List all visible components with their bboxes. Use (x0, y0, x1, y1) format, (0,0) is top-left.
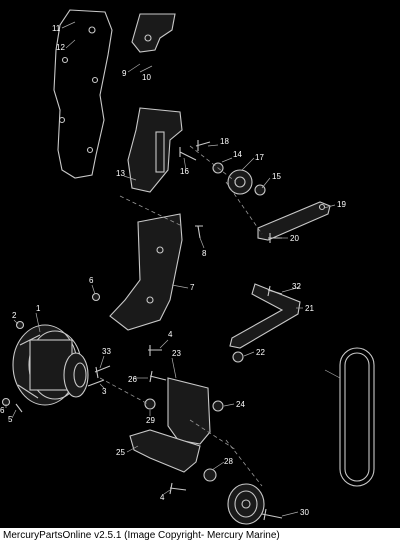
callout-2: 2 (12, 311, 17, 320)
callout-4-lower: 4 (160, 493, 165, 502)
bolt-part-29 (261, 508, 283, 521)
nut-part-22 (232, 351, 244, 363)
bolt-part-26 (149, 370, 167, 383)
bolt-part-18 (195, 140, 211, 151)
callout-6-lower: 6 (0, 406, 5, 415)
callout-15: 15 (272, 172, 281, 181)
bolt-part-3 (87, 379, 105, 387)
drive-pulley (227, 483, 265, 525)
nut-part-6-upper (91, 292, 101, 302)
idler-pulley-part-17 (227, 169, 253, 195)
bracket-part-25 (129, 429, 201, 473)
callout-28: 28 (224, 457, 233, 466)
callout-21: 21 (305, 304, 314, 313)
bolt-part-4-lower (169, 482, 187, 495)
callout-20: 20 (290, 234, 299, 243)
callout-19: 19 (337, 200, 346, 209)
bolt-part-32 (94, 365, 111, 379)
bolt-part-20 (268, 233, 282, 243)
tensioner-part-23 (167, 377, 211, 445)
copyright-footer: MercuryPartsOnline v2.5.1 (Image Copyrig… (0, 528, 400, 543)
callout-5: 5 (8, 415, 13, 424)
callout-25: 25 (116, 448, 125, 457)
spacer-part-30 (144, 398, 156, 410)
callout-17: 17 (255, 153, 264, 162)
alternator-bracket-part-7 (109, 213, 183, 331)
callout-18: 18 (220, 137, 229, 146)
callout-1: 1 (36, 304, 41, 313)
nut-part-2 (15, 320, 25, 330)
callout-11: 11 (52, 24, 61, 33)
callout-22: 22 (256, 348, 265, 357)
leader-lines (5, 21, 341, 517)
callout-13: 13 (116, 169, 125, 178)
callout-16: 16 (180, 167, 189, 176)
callout-29: 30 (300, 508, 309, 517)
washer-part-5 (15, 403, 23, 413)
cover-plate-part-12 (53, 9, 113, 179)
exploded-parts-diagram: 11 12 9 10 13 18 14 17 15 16 19 20 8 7 6… (0, 9, 375, 525)
callout-10: 10 (142, 73, 151, 82)
callout-labels: 11 12 9 10 13 18 14 17 15 16 19 20 8 7 6… (0, 24, 346, 517)
callout-7: 7 (190, 283, 195, 292)
bolt-part-8 (195, 225, 203, 239)
callout-3: 3 (102, 387, 107, 396)
callout-6-upper: 6 (89, 276, 94, 285)
bolt-part-4-upper (148, 345, 162, 356)
callout-26: 26 (128, 375, 137, 384)
alternator-part-1 (12, 324, 89, 406)
drive-belt-part-33 (339, 347, 375, 487)
adjusting-link-part-19 (257, 201, 331, 241)
callout-4-upper: 4 (168, 330, 173, 339)
upper-bracket-part-9 (131, 13, 176, 53)
mounting-bracket-part-13 (127, 107, 183, 193)
callout-31: 32 (292, 282, 301, 291)
nut-part-24 (212, 400, 224, 412)
brace-part-21 (229, 283, 301, 349)
callout-14: 14 (233, 150, 242, 159)
callout-23: 23 (172, 349, 181, 358)
callout-12: 12 (56, 43, 65, 52)
bolt-part-31 (267, 285, 283, 297)
callout-24: 24 (236, 400, 245, 409)
washer-part-28 (203, 468, 217, 482)
callout-32: 33 (102, 347, 111, 356)
callout-30: 29 (146, 416, 155, 425)
callout-9: 9 (122, 69, 127, 78)
callout-8: 8 (202, 249, 207, 258)
bolt-part-16 (179, 147, 197, 161)
